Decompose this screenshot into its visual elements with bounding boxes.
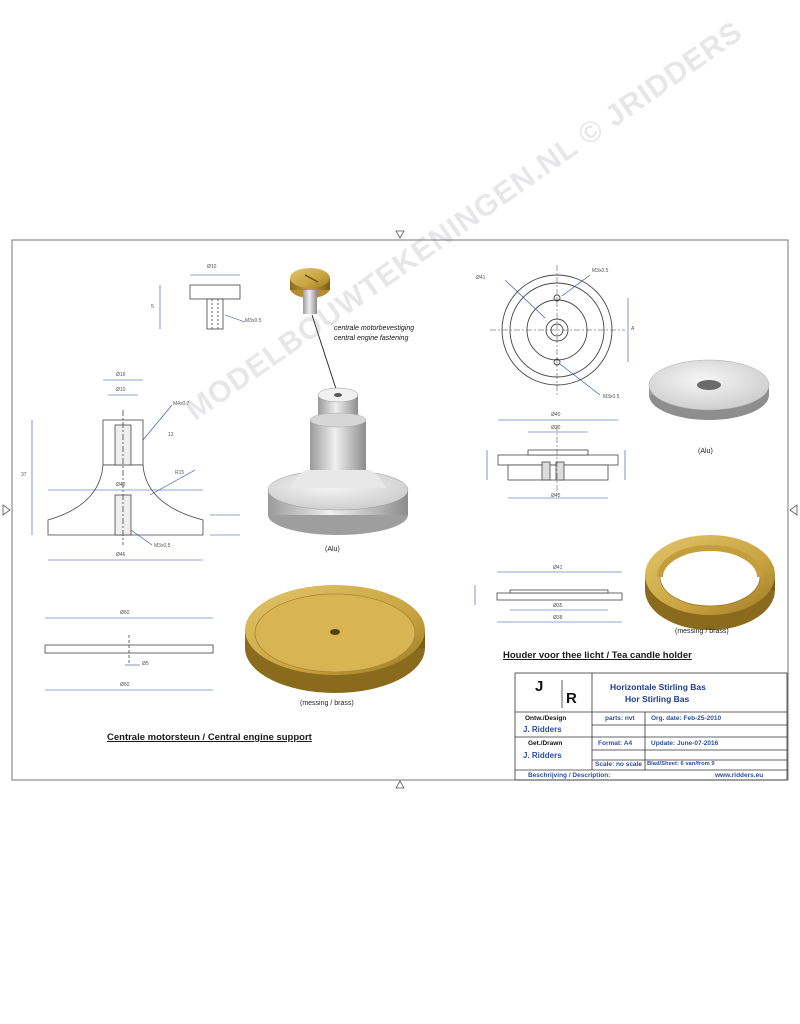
dim-pin-top: Ø10	[207, 264, 217, 270]
title-description: Beschrijving / Description:	[528, 772, 611, 779]
title-logo-j: J	[535, 678, 544, 695]
title-design-label: Ontw./Design	[525, 715, 567, 722]
dim-support-thread: M4x0.7	[173, 401, 190, 407]
title-update: Update: June-07-2016	[651, 740, 719, 747]
dim-plate-width: Ø60	[120, 610, 130, 616]
engine-support-3d	[267, 387, 409, 535]
title-logo-r: R	[566, 690, 577, 707]
dim-support-base-thread: M3x0.5	[154, 543, 171, 549]
dim-pin-side: 5	[151, 304, 154, 310]
section-title-engine-support: Centrale motorsteun / Central engine sup…	[107, 732, 312, 743]
base-plate-section	[44, 617, 214, 691]
engine-support-section	[31, 379, 240, 561]
brass-plate-3d	[245, 585, 425, 693]
dim-support-height-small: 12	[168, 432, 174, 438]
dim-ring-top: Ø41	[553, 565, 563, 571]
title-scale: Scale: no scale	[595, 761, 642, 768]
title-format: Format: A4	[598, 740, 633, 747]
dim-tea-hole-a: M3x0.5	[592, 268, 609, 274]
dim-tea-hole-b: M3x0.5	[603, 394, 620, 400]
caption-alu-support: (Alu)	[325, 546, 340, 553]
alu-disc-3d	[648, 359, 770, 420]
title-sheet: Blad/Sheet: 6 van/from 9	[647, 761, 715, 767]
title-drawing-en: Hor Stirling Bas	[625, 694, 690, 704]
dim-tea-sec-inner: Ø20	[551, 425, 561, 431]
dim-ring-bottom: Ø38	[553, 615, 563, 621]
callout-fastening-en: central engine fastening	[334, 335, 409, 342]
title-drawn-label: Get./Drawn	[528, 740, 563, 747]
dim-plate-hole: Ø5	[142, 661, 149, 667]
tea-holder-top-view	[490, 265, 629, 396]
caption-alu-disc: (Alu)	[698, 448, 713, 455]
title-orig-date: Org. date: Feb-25-2010	[651, 715, 722, 722]
title-design-name: J. Ridders	[523, 725, 562, 734]
dim-tea-outer: Ø41	[476, 275, 486, 281]
callout-fastening-nl: centrale motorbevestiging	[334, 325, 415, 332]
dim-support-radius: R15	[175, 470, 185, 476]
ring-section	[474, 571, 623, 623]
section-title-tea-holder: Houder voor thee licht / Tea candle hold…	[503, 650, 692, 661]
brass-screw	[290, 268, 339, 396]
pin-drawing	[159, 274, 246, 330]
dim-ring-mid: Ø35	[553, 603, 563, 609]
dim-support-base-inner: Ø40	[116, 482, 126, 488]
tea-holder-section	[486, 419, 626, 499]
dim-support-top: Ø16	[116, 372, 126, 378]
caption-brass-ring: (messing / brass)	[675, 628, 729, 635]
sheet-border	[2, 230, 798, 789]
dim-plate-sub: Ø60	[120, 682, 130, 688]
dim-tea-sec-top: Ø40	[551, 412, 561, 418]
dim-support-base-width: Ø46	[116, 552, 126, 558]
dim-tea-a: A	[631, 326, 635, 332]
title-website: www.ridders.eu	[715, 772, 764, 779]
brass-ring-3d	[645, 535, 775, 630]
dim-support-height: 37	[21, 472, 27, 478]
title-parts: parts: nvt	[605, 715, 635, 722]
dim-support-inner: Ø10	[116, 387, 126, 393]
title-block-frame	[514, 672, 788, 781]
dim-pin-thread: M3x0.5	[245, 318, 262, 324]
title-drawn-name: J. Ridders	[523, 751, 562, 760]
dim-tea-sec-bottom: Ø45	[551, 493, 561, 499]
caption-brass-plate: (messing / brass)	[300, 700, 354, 707]
title-drawing-nl: Horizontale Stirling Bas	[610, 682, 706, 692]
